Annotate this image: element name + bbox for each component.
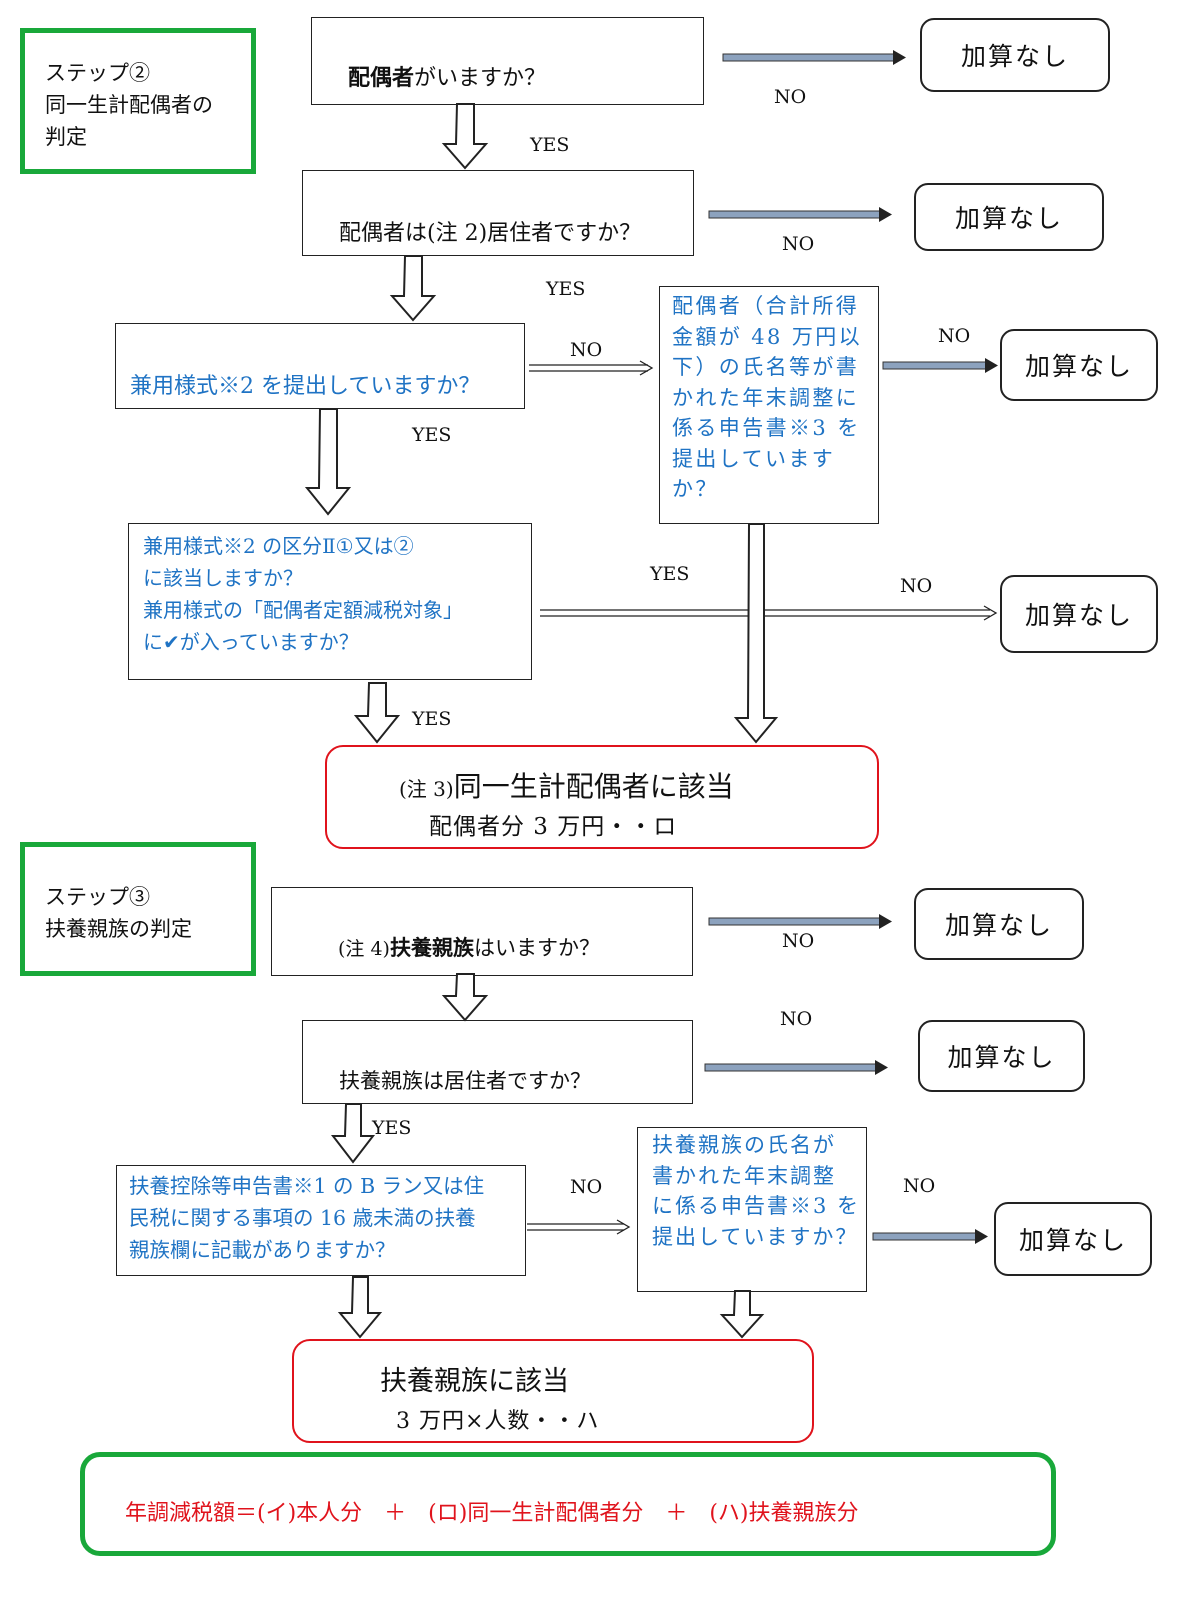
yes-arrow-2 [389,255,437,322]
no-arrow-8 [527,1219,631,1235]
yes-arrow-1 [441,103,489,170]
dependent-note: (注 4) [338,938,390,960]
no-addition-label: 加算なし [960,42,1069,71]
question-dependent-form1: 扶養控除等申告書※1 の B ラン又は住 民税に関する事項の 16 歳未満の扶養… [116,1165,526,1276]
form2-cat-line-4: に✔が入っていますか？ [143,630,359,654]
result-spouse-amount: 配偶者分 3 万円・・ロ [429,814,678,840]
result-dependent: 扶養親族に該当 3 万円×人数・・ハ [292,1339,814,1443]
spouse-decl-line-6: 提出していますか？ [672,446,836,502]
spouse-resident-text: 配偶者は(注 2)居住者ですか？ [339,221,642,246]
no-label-5: NO [900,575,933,597]
result-spouse-note: (注 3) [399,777,454,801]
yes-arrow-5 [733,523,779,744]
step3-title: ステップ③ [45,885,150,909]
no-addition-label: 加算なし [1018,1226,1127,1255]
result-dependent-title: 扶養親族に該当 [380,1366,569,1397]
formula-box: 年調減税額＝(イ)本人分 ＋ (ロ)同一生計配偶者分 ＋ (ハ)扶養親族分 [80,1452,1056,1556]
question-spouse-declaration: 配偶者（合計所得 金額が 48 万円以 下）の氏名等が書 かれた年末調整に 係る… [659,286,879,524]
no-label-7: NO [780,1008,813,1030]
no-arrow-9 [872,1229,988,1244]
no-addition-box-6: 加算なし [918,1020,1085,1092]
form2-cat-line-1: 兼用様式※2 の区分Ⅱ①又は② [143,534,414,558]
dependent-decl-line-3: に係る申告書※3 を [652,1194,861,1218]
spouse-bold: 配偶者 [348,65,415,91]
no-arrow-2 [708,207,892,222]
result-spouse-title: 同一生計配偶者に該当 [453,770,734,803]
question-form2-category: 兼用様式※2 の区分Ⅱ①又は② に該当しますか？ 兼用様式の「配偶者定額減税対象… [128,523,532,680]
spouse-decl-line-2: 金額が 48 万円以 [672,324,863,349]
no-addition-label: 加算なし [954,204,1063,233]
step2-subtitle-line1: 同一生計配偶者の [45,93,213,117]
no-arrow-5 [540,605,998,621]
dependent-form1-line-2: 民税に関する事項の 16 歳未満の扶養 [129,1206,476,1230]
no-addition-box-7: 加算なし [994,1202,1152,1276]
yes-arrow-3 [304,408,352,516]
form2-cat-line-3: 兼用様式の「配偶者定額減税対象」 [143,598,463,622]
yes-arrow-7 [330,1103,376,1164]
dependent-resident-text: 扶養親族は居住者ですか？ [339,1069,591,1093]
yes-label-4: YES [650,563,690,585]
step2-subtitle-line2: 判定 [45,125,87,149]
question-dependent-declaration: 扶養親族の氏名が 書かれた年末調整 に係る申告書※3 を 提出していますか？ [637,1127,867,1292]
dependent-decl-line-1: 扶養親族の氏名が [652,1133,836,1157]
yes-arrow-8 [337,1276,383,1339]
result-spouse: (注 3)同一生計配偶者に該当 配偶者分 3 万円・・ロ [325,745,879,849]
step3-label-box: ステップ③ 扶養親族の判定 [20,842,256,976]
formula-text: 年調減税額＝(イ)本人分 ＋ (ロ)同一生計配偶者分 ＋ (ハ)扶養親族分 [125,1501,859,1526]
yes-arrow-4 [353,682,401,744]
dependent-rest: はいますか？ [473,936,600,960]
form2-cat-line-2: に該当しますか？ [143,566,303,590]
no-addition-box-5: 加算なし [914,888,1084,960]
no-addition-box-2: 加算なし [914,183,1104,251]
no-arrow-4 [882,358,998,373]
yes-label-5: YES [412,708,452,730]
spouse-decl-line-1: 配偶者（合計所得 [672,294,860,318]
yes-label-6: YES [372,1117,412,1139]
no-label-6: NO [782,930,815,952]
no-addition-box-1: 加算なし [920,18,1110,92]
spouse-decl-line-3: 下）の氏名等が書 [672,355,860,379]
yes-arrow-9 [719,1290,765,1339]
no-addition-box-4: 加算なし [1000,575,1158,653]
dependent-bold: 扶養親族 [389,935,474,960]
spouse-decl-line-5: 係る申告書※3 を [672,416,861,440]
step2-title: ステップ② [45,61,150,85]
question-spouse-resident: 配偶者は(注 2)居住者ですか？ [302,170,694,256]
no-arrow-3 [529,360,654,376]
no-addition-label: 加算なし [944,911,1053,940]
no-label-2: NO [782,233,815,255]
result-dependent-amount: 3 万円×人数・・ハ [396,1409,600,1434]
spouse-rest: がいますか？ [414,66,547,91]
no-addition-box-3: 加算なし [1000,329,1158,401]
no-label-3: NO [570,339,603,361]
form2-text: 兼用様式※2 を提出していますか？ [130,374,481,399]
dependent-form1-line-1: 扶養控除等申告書※1 の B ラン又は住 [129,1174,485,1198]
step3-subtitle: 扶養親族の判定 [45,917,192,941]
question-spouse-exists: 配偶者がいますか？ [311,17,704,105]
dependent-decl-line-2: 書かれた年末調整 [652,1163,836,1188]
no-arrow-1 [722,50,906,65]
no-label-4: NO [938,325,971,347]
dependent-decl-line-4: 提出していますか？ [652,1224,859,1249]
no-label-8: NO [570,1176,603,1198]
question-form2-submitted: 兼用様式※2 を提出していますか？ [115,323,525,409]
no-arrow-7 [704,1060,888,1075]
yes-label-2: YES [546,278,586,300]
yes-label-3: YES [412,424,452,446]
step2-label-box: ステップ② 同一生計配偶者の 判定 [20,28,256,174]
yes-label-1: YES [530,134,570,156]
dependent-form1-line-3: 親族欄に記載がありますか？ [129,1238,396,1262]
no-addition-label: 加算なし [1024,601,1133,630]
spouse-decl-line-4: かれた年末調整に [672,385,860,410]
no-addition-label: 加算なし [947,1043,1056,1072]
no-addition-label: 加算なし [1024,352,1133,381]
question-dependent-exists: (注 4)扶養親族はいますか？ [271,887,693,976]
no-arrow-6 [708,914,892,929]
question-dependent-resident: 扶養親族は居住者ですか？ [302,1020,693,1104]
yes-arrow-6 [441,973,489,1022]
no-label-1: NO [774,86,807,108]
no-label-9: NO [903,1175,936,1197]
